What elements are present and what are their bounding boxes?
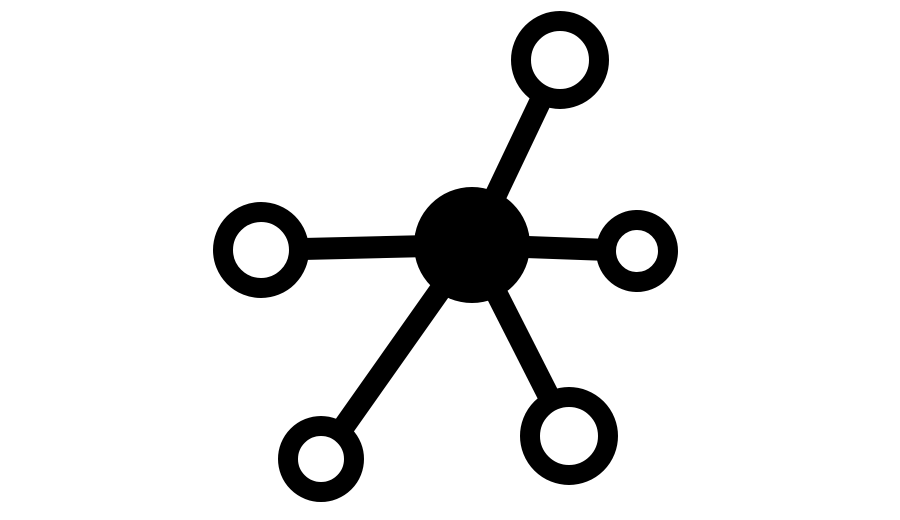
satellite-bottom-right-node <box>520 387 618 485</box>
satellite-left-node <box>213 202 309 298</box>
hub-layer <box>414 187 530 303</box>
satellite-right-node <box>596 210 678 292</box>
satellite-bottom-left-node <box>278 416 364 502</box>
satellites-group <box>213 11 678 502</box>
satellite-top-right-node <box>511 11 609 109</box>
hub-node <box>414 187 530 303</box>
